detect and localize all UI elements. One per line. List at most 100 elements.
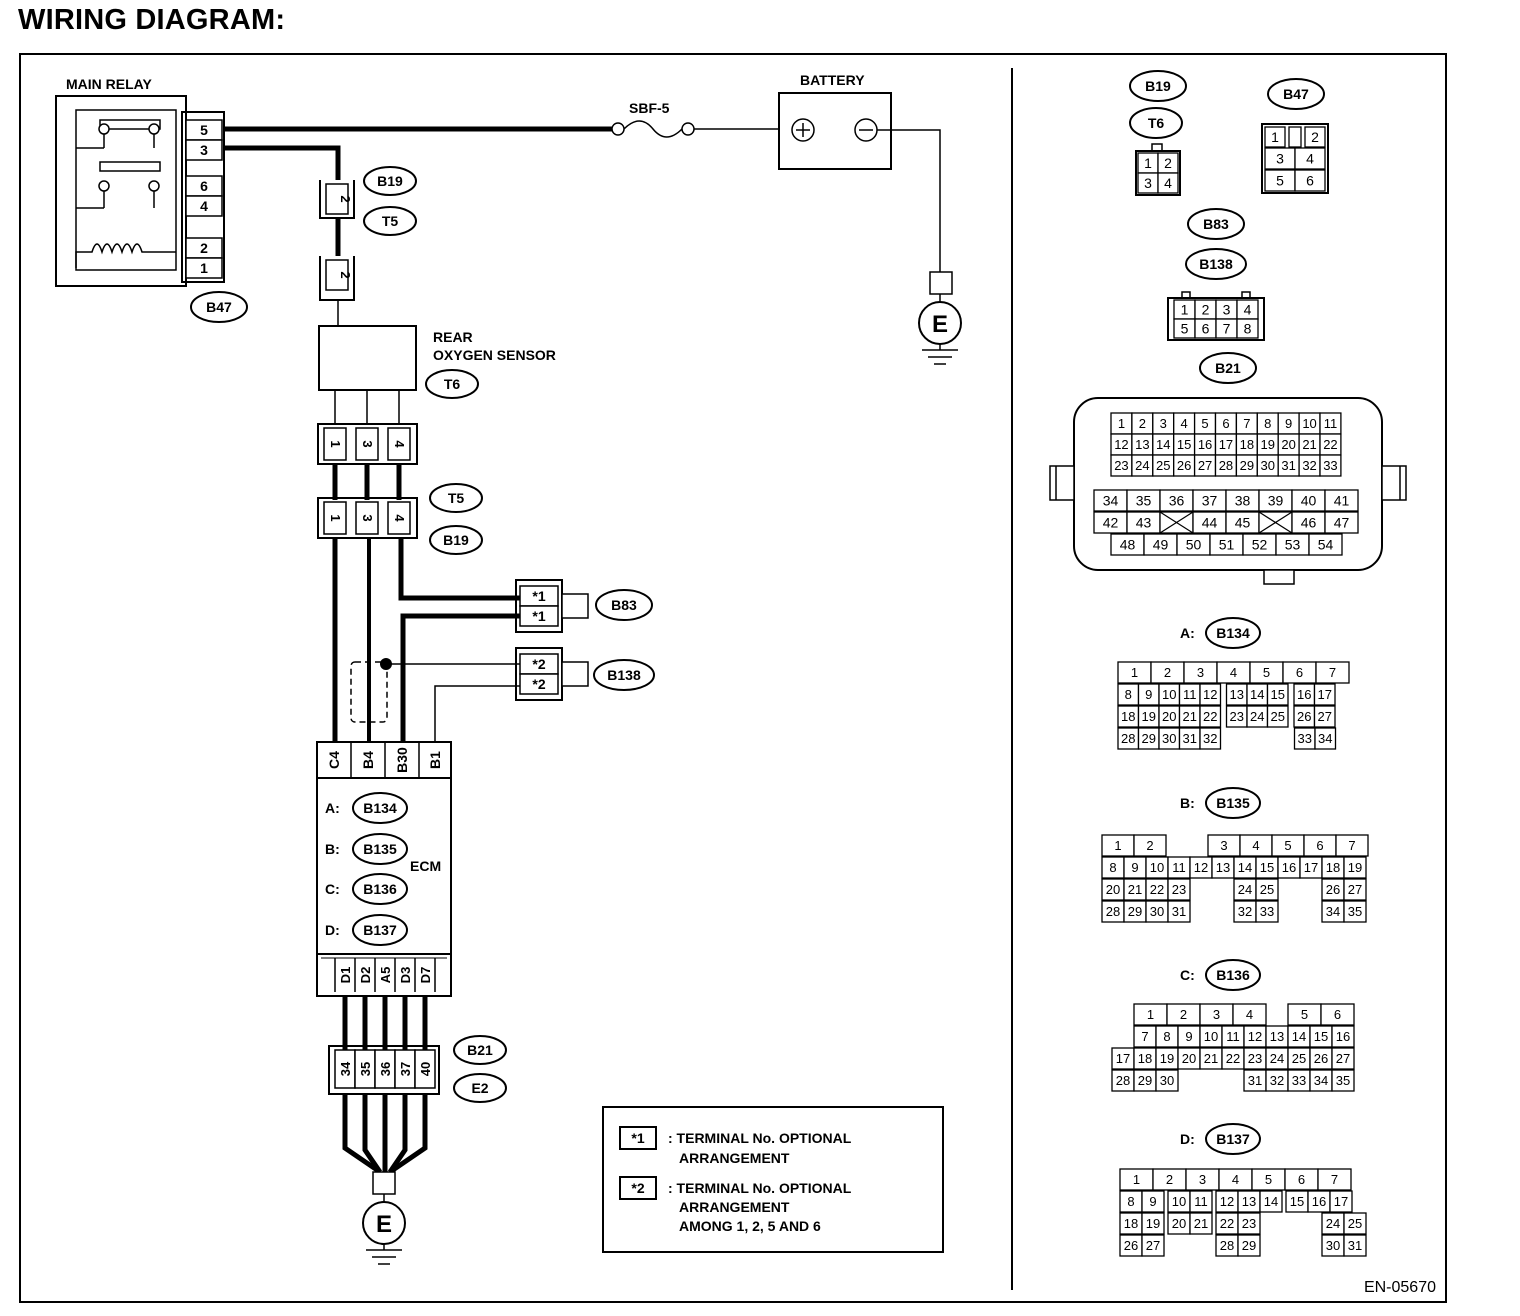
terminal-number: 21 [1128, 882, 1142, 897]
terminal-number: 5 [1276, 173, 1284, 189]
ecm-pin-label: B4 [360, 751, 376, 769]
terminal-number: 40 [1301, 493, 1317, 509]
terminal-cell [1189, 1190, 1213, 1213]
terminal-number: 19 [1348, 860, 1362, 875]
terminal-number: 30 [1160, 1073, 1174, 1088]
terminal-number: 3 [1199, 1172, 1206, 1187]
tag-b83: B83 [1187, 208, 1245, 240]
terminal-number: 8 [1127, 1194, 1134, 1209]
svg-text:*2: *2 [532, 656, 545, 672]
terminal-number: 28 [1116, 1073, 1130, 1088]
terminal-number: 34 [1326, 904, 1340, 919]
tag-t6: T6 [1129, 107, 1183, 139]
terminal-number: 15 [1260, 860, 1274, 875]
terminal-number: 7 [1141, 1029, 1148, 1044]
terminal-cell [1317, 1168, 1352, 1191]
terminal-number: 3 [1213, 1007, 1220, 1022]
terminal-number: 27 [1318, 709, 1332, 724]
terminal-number: 25 [1292, 1051, 1306, 1066]
rear-oxygen-sensor: REAR OXYGEN SENSOR [318, 325, 556, 424]
terminal-number: 5 [1263, 665, 1270, 680]
terminal-number: 26 [1326, 882, 1340, 897]
joint-connector-b138: *2 *2 [515, 647, 589, 701]
terminal-number: 31 [1248, 1073, 1262, 1088]
terminal-cell [1335, 834, 1369, 857]
terminal-number: 50 [1186, 537, 1202, 553]
terminal-number: 23 [1248, 1051, 1262, 1066]
terminal-number: 19 [1146, 1216, 1160, 1231]
terminal-number: 5 [1201, 416, 1208, 431]
terminal-number: 20 [1182, 1051, 1196, 1066]
terminal-number: 1 [1147, 1007, 1154, 1022]
terminal-number: 32 [1203, 731, 1217, 746]
terminal-number: 32 [1238, 904, 1252, 919]
terminal-number: 4 [1244, 302, 1252, 318]
tag-b83: B83 [595, 589, 653, 621]
tag-b138: B138 [593, 659, 655, 691]
terminal-cell [1343, 856, 1367, 879]
svg-text:B135: B135 [363, 841, 397, 857]
connector-b19-t5-pin2: 2 [319, 180, 355, 219]
terminal-number: 21 [1204, 1051, 1218, 1066]
terminal-number: 30 [1150, 904, 1164, 919]
svg-text:34: 34 [338, 1061, 353, 1076]
svg-text:B83: B83 [611, 597, 637, 613]
svg-text:B137: B137 [1216, 1131, 1250, 1147]
terminal-number: 24 [1250, 709, 1264, 724]
terminal-number: 22 [1220, 1216, 1234, 1231]
svg-text:C:: C: [1180, 967, 1195, 983]
svg-text:B134: B134 [1216, 625, 1250, 641]
terminal-cell [1259, 1190, 1283, 1213]
svg-text:T5: T5 [448, 490, 465, 506]
ecm-pin-label: D3 [398, 967, 413, 984]
sensor-label: OXYGEN SENSOR [433, 347, 556, 363]
terminal-number: 31 [1183, 731, 1197, 746]
terminal-number: 17 [1304, 860, 1318, 875]
svg-text:35: 35 [358, 1062, 373, 1076]
legend-text: ARRANGEMENT [679, 1150, 790, 1166]
terminal-number: 30 [1326, 1238, 1340, 1253]
terminal-cell [1324, 489, 1359, 512]
terminal-number: 3 [1144, 175, 1152, 191]
svg-text:36: 36 [378, 1062, 393, 1076]
terminal-number: 25 [1348, 1216, 1362, 1231]
terminal-number: 44 [1202, 515, 1218, 531]
terminal-cell [1189, 1212, 1213, 1235]
svg-text:B135: B135 [1216, 795, 1250, 811]
terminal-number: 16 [1336, 1029, 1350, 1044]
svg-text:1: 1 [328, 440, 343, 447]
terminal-number: 9 [1285, 416, 1292, 431]
terminal-number: 54 [1318, 537, 1334, 553]
terminal-number: 20 [1172, 1216, 1186, 1231]
terminal-cell [1313, 705, 1336, 728]
legend-text: ARRANGEMENT [679, 1199, 790, 1215]
svg-text:B:: B: [1180, 795, 1195, 811]
tag-b19: B19 [1129, 70, 1187, 102]
terminal-cell [1199, 727, 1222, 750]
tag-b137: D: B137 [1180, 1123, 1261, 1155]
terminal-number: 35 [1136, 493, 1152, 509]
terminal-number: 13 [1242, 1194, 1256, 1209]
terminal-number: 30 [1261, 458, 1275, 473]
terminal-number: 20 [1106, 882, 1120, 897]
relay-pin-label: 2 [200, 240, 208, 256]
svg-text:4: 4 [392, 514, 407, 522]
ecm-pin-label: C4 [326, 751, 342, 769]
ground-top: E [918, 271, 962, 365]
terminal-number: 2 [1164, 665, 1171, 680]
fuse-label: SBF-5 [629, 100, 670, 116]
terminal-number: 13 [1135, 437, 1149, 452]
tag-b134: A: B134 [1180, 617, 1261, 649]
terminal-number: 6 [1298, 1172, 1305, 1187]
svg-text:*2: *2 [532, 676, 545, 692]
terminal-number: 26 [1124, 1238, 1138, 1253]
terminal-cell [1167, 878, 1191, 901]
terminal-cell [1304, 126, 1326, 148]
terminal-number: 2 [1164, 155, 1172, 171]
svg-text:B21: B21 [467, 1042, 493, 1058]
tag-b21: B21 [1199, 352, 1257, 384]
terminal-number: 35 [1348, 904, 1362, 919]
terminal-number: 35 [1336, 1073, 1350, 1088]
